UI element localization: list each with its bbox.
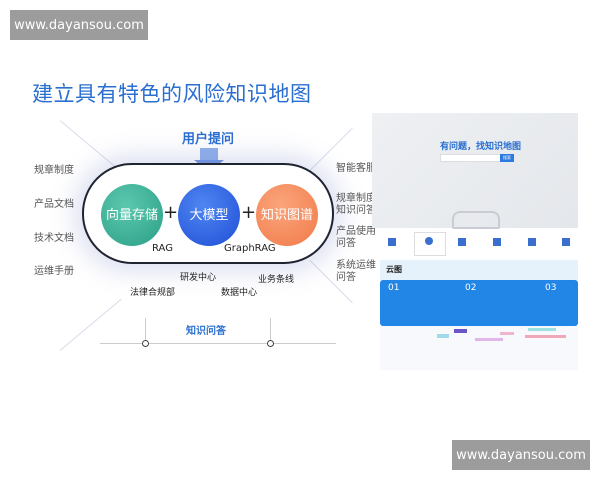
source-label: 规章制度 (34, 165, 74, 176)
search-button[interactable]: 搜索 (500, 154, 514, 162)
graphrag-label: GraphRAG (224, 243, 276, 254)
card-number: 03 (545, 283, 557, 293)
source-label: 产品文档 (34, 199, 74, 210)
hero-title: 有问题，找知识地图 (440, 142, 522, 152)
department-label: 业务条线 (258, 275, 295, 285)
section-header: 云图 (380, 260, 578, 280)
node-dot (267, 340, 274, 347)
knowledge-graph-circle: 知识图谱 (256, 184, 318, 246)
llm-circle: 大模型 (178, 184, 240, 246)
divider (100, 343, 336, 344)
section-title: 云图 (386, 265, 402, 274)
card-number: 01 (388, 283, 400, 293)
plus-sign: + (163, 202, 179, 223)
page-title: 建立具有特色的风险知识地图 (32, 82, 312, 106)
glasses-icon (452, 211, 500, 229)
app-label: 产品使用问答 (336, 226, 376, 249)
source-label: 技术文档 (34, 233, 74, 244)
category-row (378, 230, 578, 258)
app-label: 智能客服 (336, 163, 376, 174)
department-label: 数据中心 (221, 288, 258, 298)
arrow-down-icon (200, 148, 218, 162)
search-input[interactable] (440, 154, 502, 162)
timeline-chart (380, 326, 578, 370)
watermark-bottom: www.dayansou.com (452, 440, 590, 470)
card-number: 02 (465, 283, 477, 293)
source-label: 运维手册 (34, 266, 74, 277)
department-label: 法律合规部 (130, 288, 176, 298)
qa-label: 知识问答 (186, 326, 226, 337)
app-label: 系统运维问答 (336, 260, 376, 283)
watermark-top: www.dayansou.com (10, 10, 148, 40)
feature-cards: 01 02 03 (380, 280, 578, 326)
vector-store-circle: 向量存储 (101, 184, 163, 246)
rag-label: RAG (152, 243, 173, 254)
node-dot (142, 340, 149, 347)
department-label: 研发中心 (180, 273, 217, 283)
user-question-label: 用户提问 (182, 132, 235, 147)
screenshot-hero: 有问题，找知识地图 搜索 (372, 113, 578, 229)
plus-sign: + (241, 202, 257, 223)
app-label: 规章制度知识问答 (336, 193, 376, 216)
